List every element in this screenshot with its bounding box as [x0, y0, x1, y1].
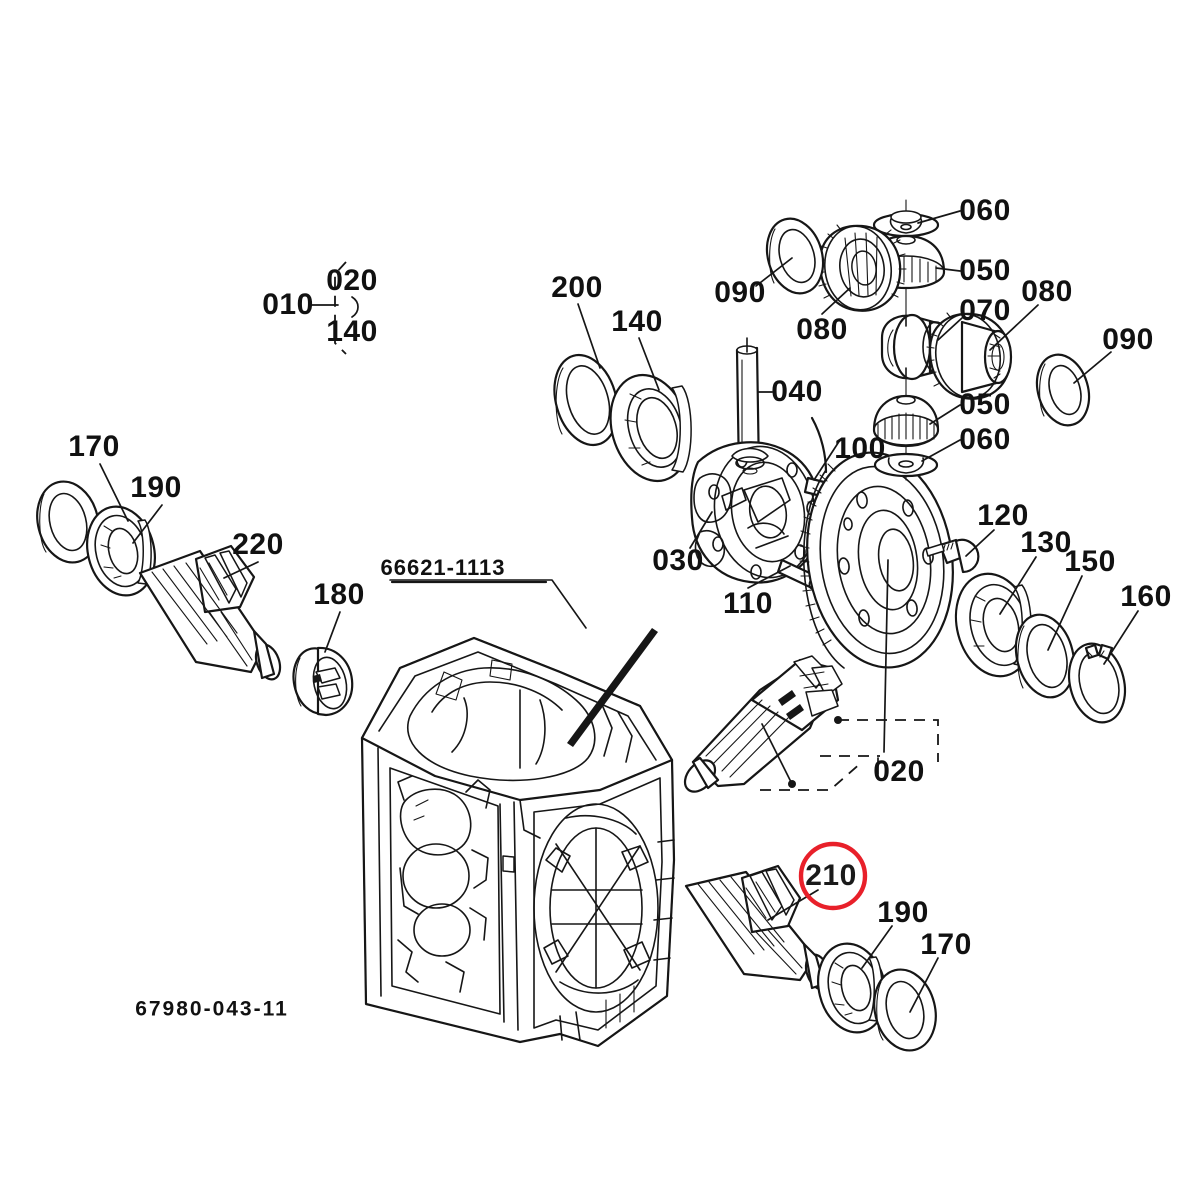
part-060-thrust-washer-upper	[872, 210, 940, 238]
callout-080-c080a[interactable]: 080	[796, 313, 848, 346]
part-150-shim	[1014, 613, 1076, 699]
callout-120-c120[interactable]: 120	[977, 499, 1029, 532]
part-080-side-gear-right	[926, 312, 1013, 400]
callout-190-c190a[interactable]: 190	[130, 471, 182, 504]
callout-140-c140b[interactable]: 140	[611, 305, 663, 338]
callout-070-c070[interactable]: 070	[959, 294, 1011, 327]
part-160-snap-ring	[1067, 642, 1127, 724]
part-130-bearing-right	[954, 572, 1034, 678]
part-090-thrust-washer-right	[1035, 353, 1091, 427]
callout-020-c020b[interactable]: 020	[873, 755, 925, 788]
callout-160-c160[interactable]: 160	[1120, 580, 1172, 613]
part-170-oil-seal-right	[873, 968, 937, 1052]
pinion-shaft-sub-assembly	[683, 655, 843, 793]
callout-180-c180[interactable]: 180	[313, 578, 365, 611]
part-080-side-gear-left	[816, 224, 907, 312]
callout-140-c140a[interactable]: 140	[326, 315, 378, 348]
callout-150-c150[interactable]: 150	[1064, 545, 1116, 578]
part-180-coupling	[292, 646, 354, 717]
left-axle-assembly	[36, 480, 354, 717]
part-090-thrust-washer-left	[765, 217, 825, 295]
callout-210-c210[interactable]: 210	[805, 859, 857, 892]
part-060-thrust-washer-lower	[873, 452, 939, 478]
callout-050-c050a[interactable]: 050	[959, 254, 1011, 287]
drawing-number: 67980-043-11	[135, 997, 289, 1021]
part-050-pinion-gear-lower	[872, 394, 940, 448]
callout-030-c030[interactable]: 030	[652, 544, 704, 577]
transmission-housing-case	[360, 628, 676, 1048]
callout-100-c100[interactable]: 100	[834, 432, 886, 465]
leader-lines	[99, 210, 1139, 1013]
callout-050-c050b[interactable]: 050	[959, 388, 1011, 421]
callout-110-c110[interactable]: 110	[723, 587, 773, 620]
callout-060-c060b[interactable]: 060	[959, 423, 1011, 456]
callout-190-c190b[interactable]: 190	[877, 896, 929, 929]
callout-090-c090a[interactable]: 090	[714, 276, 766, 309]
callout-170-c170a[interactable]: 170	[68, 430, 120, 463]
callout-060-c060a[interactable]: 060	[959, 194, 1011, 227]
callout-170-c170b[interactable]: 170	[920, 928, 972, 961]
assembly-part-number: 66621-1113	[380, 555, 506, 580]
callout-200-c200[interactable]: 200	[551, 271, 603, 304]
part-190-bearing-right	[817, 942, 887, 1034]
part-030-differential-case	[690, 441, 826, 590]
callout-130-c130[interactable]: 130	[1020, 526, 1072, 559]
callout-040-c040[interactable]: 040	[771, 375, 823, 408]
highlight-circle-210	[798, 841, 868, 911]
callout-090-c090b[interactable]: 090	[1102, 323, 1154, 356]
part-190-bearing-left	[86, 505, 156, 597]
callout-220-c220[interactable]: 220	[232, 528, 284, 561]
part-210-axle-shaft-right	[684, 864, 832, 991]
part-140-taper-bearing	[609, 373, 692, 483]
callout-010-c010[interactable]: 010	[262, 288, 314, 321]
right-axle-assembly	[684, 864, 937, 1052]
callout-080-c080b[interactable]: 080	[1021, 275, 1073, 308]
callout-020-c020a[interactable]: 020	[326, 264, 378, 297]
part-200-shim	[553, 353, 619, 447]
part-110-ring-gear	[799, 451, 954, 669]
part-220-axle-shaft-left	[138, 544, 282, 681]
